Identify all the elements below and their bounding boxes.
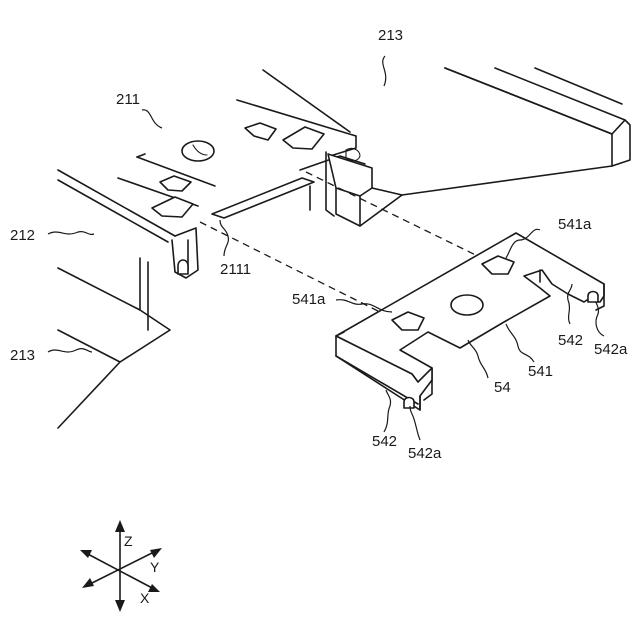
label-213-top: 213 — [378, 27, 403, 44]
tab-211-d — [152, 197, 193, 217]
tab-211-b — [283, 127, 324, 149]
arrow-z-down — [115, 600, 125, 612]
arrow-x-pos — [148, 584, 160, 592]
label-542a-right: 542a — [594, 341, 628, 358]
axis-label-x: X — [140, 590, 150, 606]
label-541: 541 — [528, 363, 553, 380]
hole-54 — [451, 295, 483, 315]
arrow-x-neg — [80, 550, 92, 558]
plate-211 — [118, 100, 402, 226]
arrow-y-pos — [150, 548, 162, 558]
bracket-54 — [336, 233, 604, 410]
label-212: 212 — [10, 227, 35, 244]
arrow-z-up — [115, 520, 125, 532]
label-211: 211 — [116, 91, 140, 108]
label-542-right: 542 — [558, 332, 583, 349]
axis-label-z: Z — [124, 533, 133, 549]
label-541a-right: 541a — [558, 216, 592, 233]
axis-label-y: Y — [150, 559, 160, 575]
label-54: 54 — [494, 379, 511, 396]
arrow-y-neg — [82, 578, 94, 588]
tab-211-c — [160, 176, 191, 191]
coordinate-axes: Z Y X — [80, 520, 162, 612]
label-542a-bottom: 542a — [408, 445, 442, 462]
label-213-left: 213 — [10, 347, 35, 364]
label-542-bottom: 542 — [372, 433, 397, 450]
label-541a-left: 541a — [292, 291, 326, 308]
tab-211-a — [245, 123, 276, 140]
label-2111: 2111 — [220, 261, 251, 278]
tongue-2111 — [212, 178, 314, 218]
